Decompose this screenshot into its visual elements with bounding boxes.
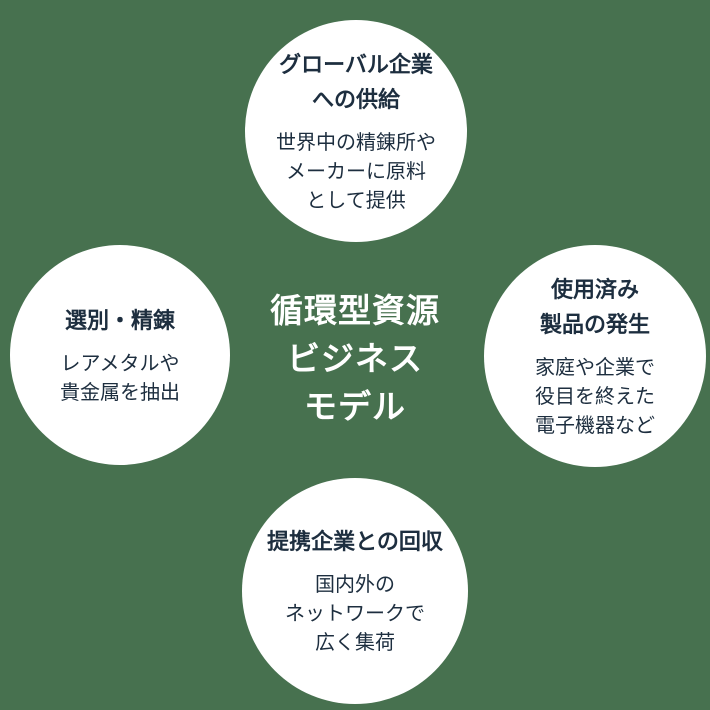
circle-partner-collection: 提携企業との回収 国内外の ネットワークで 広く集荷 <box>242 478 468 704</box>
circle-used-products: 使用済み 製品の発生 家庭や企業で 役目を終えた 電子機器など <box>484 245 706 467</box>
circle-global-supply: グローバル企業 への供給 世界中の精錬所や メーカーに原料 として提供 <box>245 20 467 242</box>
circle-global-supply-title: グローバル企業 への供給 <box>279 52 433 113</box>
diagram-center-title: 循環型資源 ビジネス モデル <box>270 291 440 426</box>
circle-sorting-refining-title: 選別・精錬 <box>64 308 175 334</box>
circle-partner-collection-body: 国内外の ネットワークで 広く集荷 <box>285 572 425 654</box>
circle-sorting-refining-body: レアメタルや 貴金属を抽出 <box>60 350 180 404</box>
circle-global-supply-body: 世界中の精錬所や メーカーに原料 として提供 <box>276 129 436 212</box>
circle-sorting-refining: 選別・精錬 レアメタルや 貴金属を抽出 <box>10 245 230 465</box>
circle-partner-collection-title: 提携企業との回収 <box>267 530 443 555</box>
circle-used-products-body: 家庭や企業で 役目を終えた 電子機器など <box>535 354 655 437</box>
circle-used-products-title: 使用済み 製品の発生 <box>539 277 650 338</box>
